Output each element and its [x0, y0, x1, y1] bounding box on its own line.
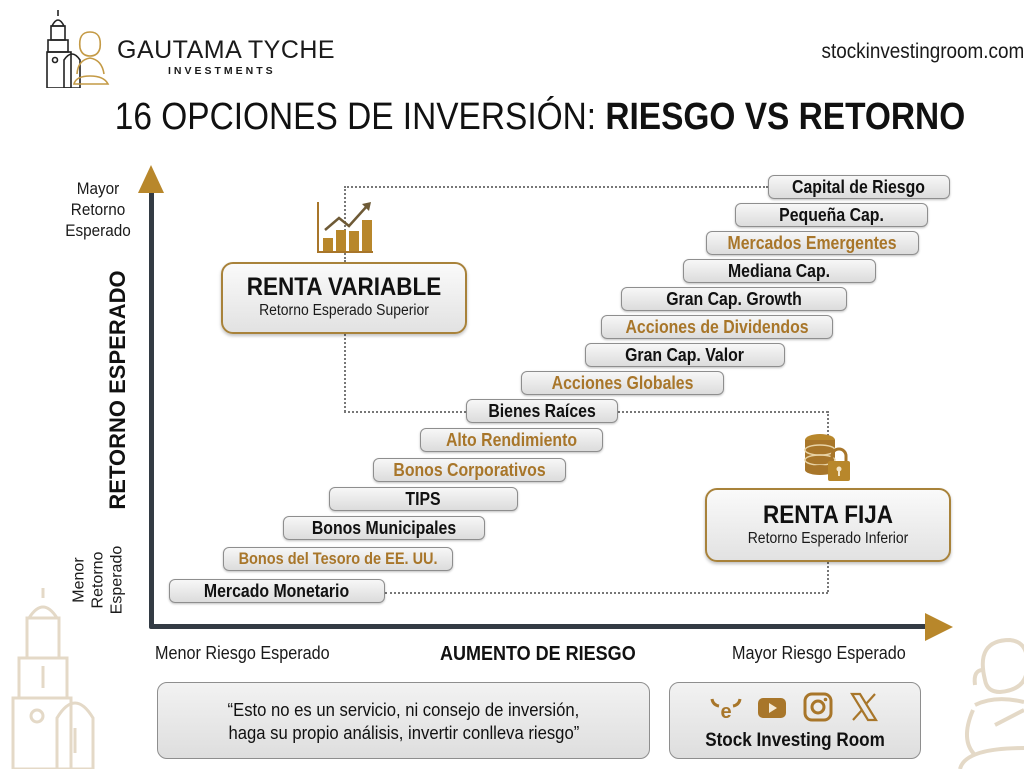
x-axis-right-label: Mayor Riesgo Esperado — [732, 643, 906, 663]
x-icon[interactable] — [848, 691, 880, 723]
youtube-icon[interactable] — [756, 691, 788, 723]
option-mercados-emergentes: Mercados Emergentes — [706, 231, 919, 255]
option-capital-de-riesgo: Capital de Riesgo — [768, 175, 950, 199]
renta-fija-box: RENTA FIJA Retorno Esperado Inferior — [705, 488, 951, 562]
y-top-line-1: Mayor — [76, 179, 120, 198]
instagram-icon[interactable] — [802, 691, 834, 723]
option-bonos-municipales: Bonos Municipales — [283, 516, 485, 540]
option-mediana-cap: Mediana Cap. — [683, 259, 876, 283]
connector-line — [344, 411, 466, 413]
option-gran-cap-valor: Gran Cap. Valor — [585, 343, 785, 367]
option-pequena-cap: Pequeña Cap. — [735, 203, 928, 227]
y-top-line-3: Esperado — [65, 221, 131, 240]
option-acciones-de-dividendos: Acciones de Dividendos — [601, 315, 833, 339]
renta-fija-title: RENTA FIJA — [762, 501, 893, 529]
y-bottom-line-3: Esperado — [108, 545, 126, 615]
connector-line — [344, 334, 346, 412]
y-bottom-line-2: Retorno — [89, 551, 107, 609]
y-axis-bottom-label: Menor Retorno Esperado — [70, 546, 127, 615]
page-title-regular: 16 OPCIONES DE INVERSIÓN: — [114, 96, 606, 138]
x-axis-line — [149, 624, 931, 629]
renta-variable-subtitle: Retorno Esperado Superior — [259, 302, 429, 319]
connector-line — [618, 411, 828, 413]
option-acciones-globales: Acciones Globales — [521, 371, 724, 395]
page-title: 16 OPCIONES DE INVERSIÓN: RIESGO VS RETO… — [65, 96, 1015, 139]
svg-text:e: e — [720, 701, 731, 723]
disclaimer-line-1: “Esto no es un servicio, ni consejo de i… — [227, 698, 580, 720]
option-tips: TIPS — [329, 487, 518, 511]
y-bottom-line-1: Menor — [70, 557, 88, 603]
renta-fija-subtitle: Retorno Esperado Inferior — [747, 530, 909, 547]
option-bonos-del-tesoro: Bonos del Tesoro de EE. UU. — [223, 547, 453, 571]
connector-line — [344, 186, 768, 188]
option-bonos-corporativos: Bonos Corporativos — [373, 458, 566, 482]
social-label: Stock Investing Room — [705, 730, 885, 751]
brand-subtitle: INVESTMENTS — [168, 65, 276, 77]
renta-variable-title: RENTA VARIABLE — [246, 273, 442, 301]
brand-name: GAUTAMA TYCHE — [117, 36, 336, 64]
x-axis-arrow-icon — [925, 613, 953, 641]
y-top-line-2: Retorno — [70, 200, 126, 219]
etoro-bull-icon[interactable]: e — [710, 691, 742, 723]
disclaimer-line-2: haga su propio análisis, invertir conlle… — [228, 721, 579, 743]
option-bienes-raices: Bienes Raíces — [466, 399, 618, 423]
option-gran-cap-growth: Gran Cap. Growth — [621, 287, 847, 311]
tower-illustration-icon — [11, 588, 95, 769]
y-axis-arrow-icon — [138, 165, 164, 193]
x-axis-title: AUMENTO DE RIESGO — [440, 643, 636, 665]
y-axis-line — [149, 190, 154, 628]
disclaimer-box: “Esto no es un servicio, ni consejo de i… — [157, 682, 650, 759]
site-url-link[interactable]: stockinvestingroom.com — [821, 40, 1024, 63]
option-alto-rendimiento: Alto Rendimiento — [420, 428, 603, 452]
bar-chart-growth-icon — [317, 202, 373, 253]
coins-lock-icon — [804, 434, 850, 481]
y-axis-title: RETORNO ESPERADO — [105, 270, 130, 510]
social-box: e Stock Investing Room — [669, 682, 921, 759]
y-axis-top-label: Mayor Retorno Esperado — [62, 178, 134, 241]
gautama-tyche-logo-icon — [46, 10, 110, 88]
connector-line — [827, 411, 829, 436]
x-axis-left-label: Menor Riesgo Esperado — [155, 643, 330, 663]
connector-line — [385, 592, 828, 594]
option-mercado-monetario: Mercado Monetario — [169, 579, 385, 603]
buddha-illustration-icon — [958, 637, 1024, 769]
renta-variable-box: RENTA VARIABLE Retorno Esperado Superior — [221, 262, 467, 334]
page-title-bold: RIESGO VS RETORNO — [605, 96, 966, 138]
connector-line — [827, 562, 829, 592]
